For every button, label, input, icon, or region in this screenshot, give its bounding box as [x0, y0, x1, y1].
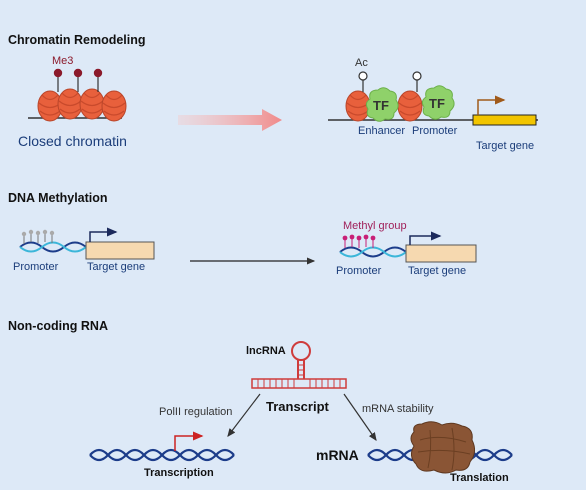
transcription-start-arrow-icon: [89, 227, 118, 242]
me3-label: Me3: [52, 55, 73, 67]
closed-chromatin-label: Closed chromatin: [18, 133, 127, 149]
dna-helix-icon: [19, 241, 87, 253]
chromatin-title: Chromatin Remodeling: [8, 33, 146, 47]
methylation-title: DNA Methylation: [8, 191, 108, 205]
target-gene-box: [472, 114, 537, 126]
dna-helix-icon: [339, 246, 407, 258]
stem-loop-icon: [291, 341, 311, 361]
translation-group: mRNA Translation: [316, 421, 513, 484]
nucleosome-icon: [79, 88, 105, 120]
ac-label: Ac: [355, 57, 368, 69]
ribosome-icon: [410, 421, 476, 474]
mrna-stability-arrow: [343, 393, 377, 441]
transcription-group: Transcription: [89, 431, 235, 479]
target-gene-label: Target gene: [476, 140, 534, 152]
translation-label: Translation: [450, 472, 509, 484]
lncrna-label: lncRNA: [246, 345, 286, 357]
open-chromatin-group: Ac TF TF Enhancer Promoter Target gene: [328, 57, 538, 152]
mrna-label: mRNA: [316, 447, 359, 463]
polii-arrow: [227, 393, 261, 437]
promoter-label: Promoter: [13, 261, 59, 273]
transcript-strand: [251, 378, 347, 389]
transition-arrow: [178, 109, 282, 131]
nucleosome-icon: [397, 90, 423, 122]
ncrna-title: Non-coding RNA: [8, 319, 108, 333]
tf-label: TF: [429, 96, 445, 111]
nucleosome-icon: [57, 88, 83, 120]
tf-label: TF: [373, 98, 389, 113]
methyl-mark-icon: [93, 68, 103, 78]
closed-chromatin-group: Me3 Closed chromatin: [18, 55, 127, 149]
enhancer-label: Enhancer: [358, 125, 405, 137]
target-gene-label: Target gene: [87, 261, 145, 273]
nucleosome-icon: [101, 90, 127, 122]
promoter-label: Promoter: [412, 125, 458, 137]
transcription-start-arrow-icon: [174, 431, 204, 451]
methyl-group-label: Methyl group: [343, 220, 407, 232]
lncrna-group: lncRNA Transcript: [246, 341, 347, 414]
transcription-start-arrow-icon: [477, 95, 506, 115]
target-gene-box: [405, 244, 477, 263]
mrna-stability-label: mRNA stability: [362, 403, 434, 415]
unmethylated-group: Promoter Target gene: [13, 227, 155, 273]
polii-label: PolII regulation: [159, 406, 232, 418]
transcription-start-arrow-icon: [409, 231, 442, 245]
methyl-mark-icon: [73, 68, 83, 78]
acetyl-mark-icon: [358, 71, 368, 81]
transcription-label: Transcription: [144, 467, 214, 479]
target-gene-label: Target gene: [408, 265, 466, 277]
acetyl-mark-icon: [412, 71, 422, 81]
target-gene-box: [85, 241, 155, 260]
methyl-mark-icon: [53, 68, 63, 78]
methyl-group-icon: [342, 234, 376, 241]
methylated-group: Methyl group Promoter Target gene: [336, 220, 477, 277]
promoter-label: Promoter: [336, 265, 382, 277]
transcript-label: Transcript: [266, 399, 330, 414]
